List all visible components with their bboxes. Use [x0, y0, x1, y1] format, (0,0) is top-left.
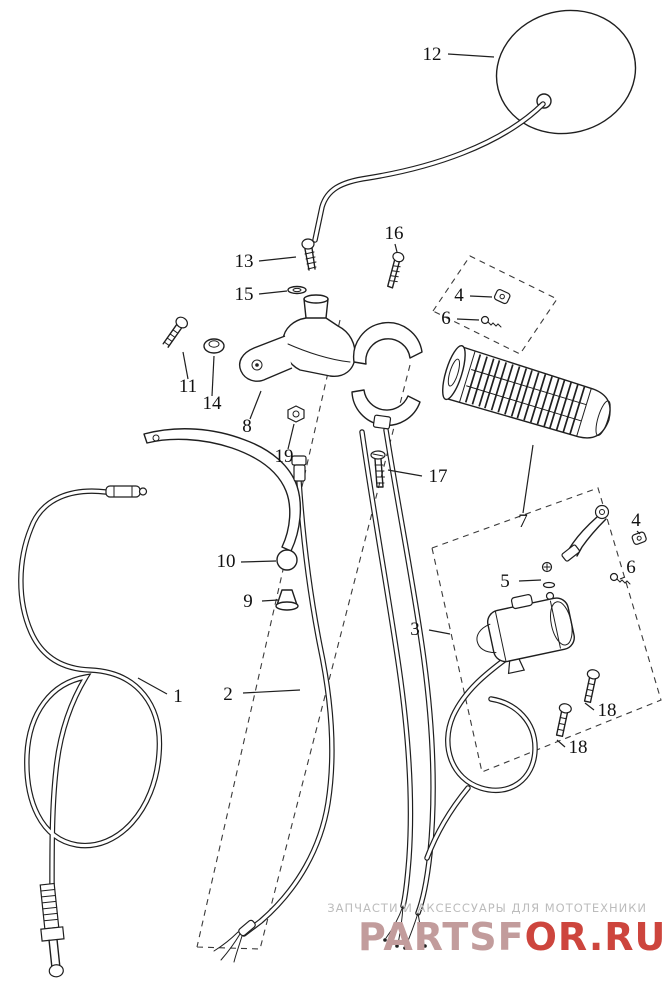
adjuster-cone-9	[275, 589, 299, 611]
callout-1: 1	[137, 677, 183, 707]
bolt-11	[162, 316, 189, 348]
switch-lever	[561, 504, 610, 562]
screw-17	[370, 450, 386, 488]
screws-5	[541, 561, 556, 601]
callout-6-top-label: 6	[441, 308, 451, 329]
callout-5: 5	[500, 571, 542, 592]
callout-6-right: 6	[619, 557, 636, 580]
callout-8: 8	[242, 390, 262, 437]
callout-1-label: 1	[173, 686, 183, 707]
callout-8-label: 8	[242, 416, 252, 437]
callout-17-label: 17	[429, 466, 448, 487]
callout-5-label: 5	[500, 571, 510, 592]
callout-9-label: 9	[243, 591, 253, 612]
dashed-box-switch	[431, 487, 662, 773]
callout-15: 15	[235, 284, 288, 305]
callout-7: 7	[518, 444, 534, 532]
callout-15-label: 15	[235, 284, 254, 305]
watermark-logo-left: PARTSF	[358, 915, 525, 959]
callout-13-label: 13	[235, 251, 254, 272]
brake-lever	[143, 428, 302, 571]
callout-10-label: 10	[217, 551, 236, 572]
callout-14-label: 14	[203, 393, 223, 414]
lever-ball-end	[276, 549, 298, 571]
mirror-mount-bolt	[301, 238, 317, 271]
callout-18-upper: 18	[584, 700, 617, 721]
callout-7-label: 7	[518, 511, 528, 532]
callout-2-label: 2	[223, 684, 233, 705]
screw-6-top	[480, 315, 502, 328]
throttle-grip	[442, 345, 611, 439]
cable2-adjuster	[238, 455, 307, 937]
callout-18-upper-label: 18	[598, 700, 617, 721]
callout-6-top: 6	[441, 308, 480, 329]
callout-12: 12	[423, 44, 495, 65]
harness-wire-ends	[383, 905, 427, 950]
screw-6-right	[609, 572, 631, 585]
cable2-wire-ends	[213, 931, 243, 963]
nut-19	[287, 405, 305, 423]
callout-12-label: 12	[423, 44, 442, 65]
callout-2: 2	[223, 684, 301, 705]
dashed-corridor-cable2	[196, 319, 411, 950]
callout-4-top: 4	[454, 285, 493, 306]
callout-13: 13	[235, 251, 297, 272]
mirror-washer	[287, 285, 307, 295]
callout-12-leader	[447, 53, 495, 58]
callout-4-right-label: 4	[631, 510, 641, 531]
callout-18-lower-label: 18	[569, 737, 588, 758]
callout-18-lower: 18	[556, 737, 588, 758]
cable1-barrel	[105, 485, 148, 498]
callout-19: 19	[275, 423, 295, 467]
clip-4-right	[631, 531, 647, 545]
cable-2	[241, 478, 335, 937]
callout-3-label: 3	[410, 619, 420, 640]
callout-3: 3	[410, 619, 451, 640]
dashed-box-top-right	[432, 255, 558, 355]
callout-11: 11	[179, 351, 197, 397]
callout-4-top-label: 4	[454, 285, 464, 306]
mirror	[312, 9, 637, 243]
callout-16-label: 16	[385, 223, 404, 244]
lever-bracket	[238, 294, 356, 382]
callout-10: 10	[217, 551, 277, 572]
callout-6-right-label: 6	[626, 557, 636, 578]
callout-16: 16	[385, 223, 404, 253]
washer-14	[203, 338, 225, 354]
watermark-logo-right: OR.RU	[525, 915, 667, 959]
callout-14: 14	[203, 355, 223, 414]
watermark-logo: PARTSFOR.RU	[358, 915, 666, 959]
cable1-adjuster	[39, 882, 65, 978]
callout-11-label: 11	[179, 376, 197, 397]
screw-16	[387, 251, 405, 289]
watermark-tagline: ЗАПЧАСТИ И АКСЕССУАРЫ ДЛЯ МОТОТЕХНИКИ	[327, 901, 647, 915]
throttle-cables	[359, 427, 436, 916]
callout-19-label: 19	[275, 446, 294, 467]
switch-harness-loop	[424, 655, 538, 861]
clip-4-top	[493, 288, 511, 305]
callout-4-right: 4	[631, 510, 641, 535]
callout-9: 9	[243, 591, 279, 612]
cable-holder-clamp	[351, 321, 423, 430]
screw-18-lower	[555, 703, 572, 738]
cable-1	[18, 488, 163, 887]
callout-17: 17	[387, 466, 448, 487]
screw-18-upper	[583, 669, 600, 704]
switch-housing	[476, 594, 575, 675]
